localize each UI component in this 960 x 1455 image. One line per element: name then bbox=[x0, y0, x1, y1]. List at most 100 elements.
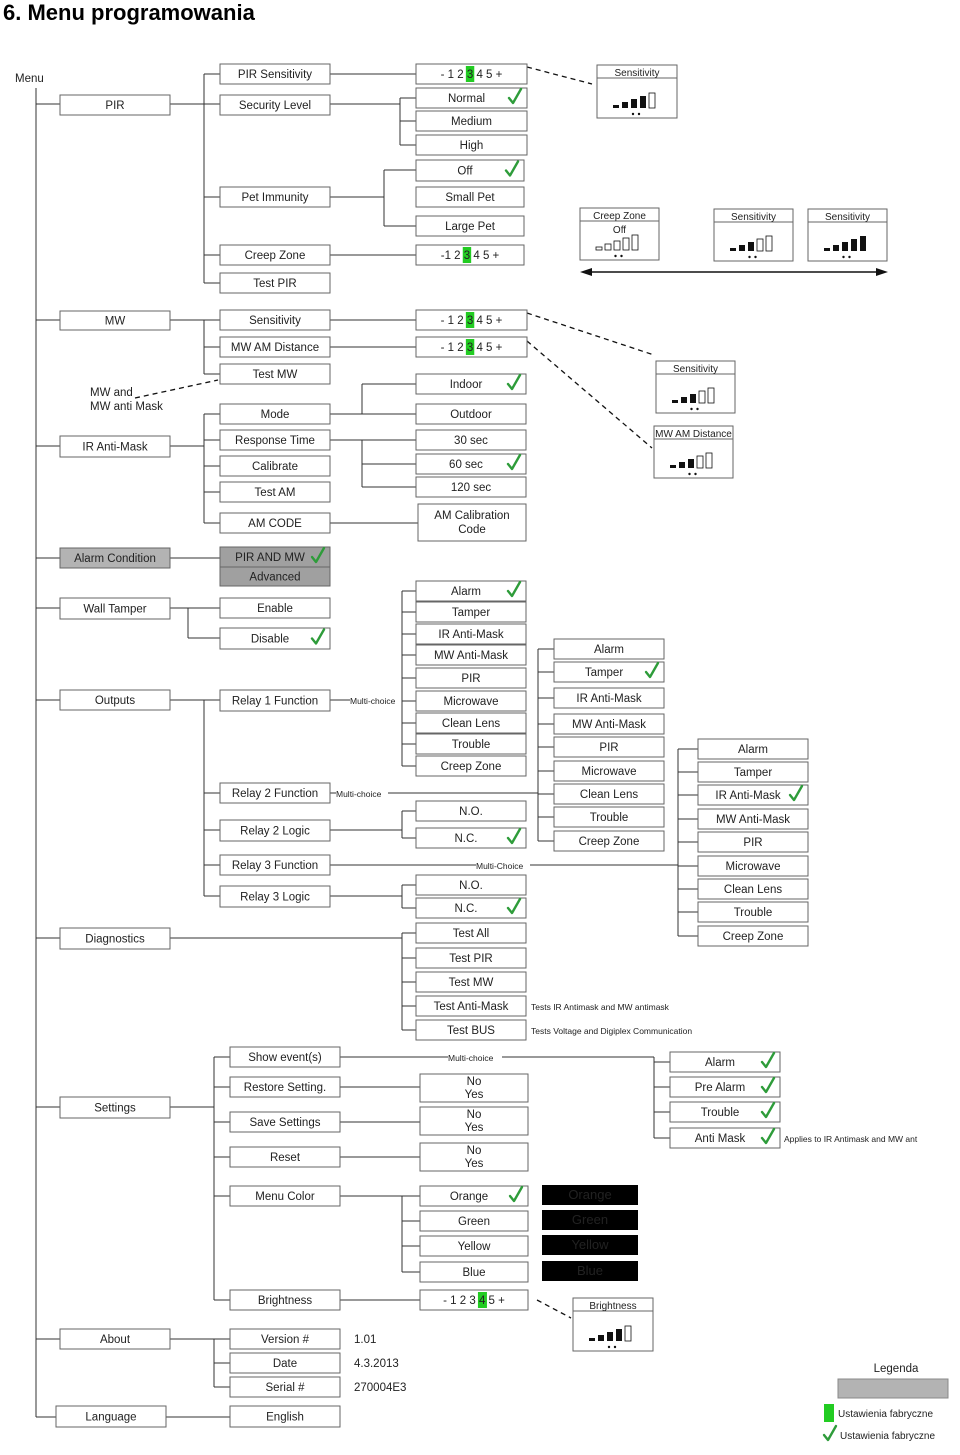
main-mw[interactable] bbox=[59, 310, 171, 331]
pir-sub-3[interactable] bbox=[219, 244, 331, 266]
relay2-no[interactable] bbox=[415, 800, 527, 822]
settings-sub-1[interactable] bbox=[229, 1076, 341, 1098]
relay3-opt-3[interactable] bbox=[697, 808, 809, 830]
pir-sub-4[interactable] bbox=[219, 272, 331, 294]
mw-sensitivity[interactable] bbox=[219, 309, 331, 331]
event-3[interactable] bbox=[669, 1127, 781, 1149]
settings-sub-2[interactable] bbox=[229, 1111, 341, 1133]
time-60[interactable] bbox=[415, 453, 527, 475]
antimask-sub-2[interactable] bbox=[219, 455, 331, 477]
about-label-2[interactable] bbox=[229, 1376, 341, 1398]
relay1-opt-0[interactable] bbox=[415, 580, 527, 602]
mode-indoor[interactable] bbox=[415, 373, 527, 395]
alarm-advanced[interactable] bbox=[219, 566, 331, 587]
relay3-opt-8[interactable] bbox=[697, 925, 809, 947]
tamper-disable[interactable] bbox=[219, 627, 331, 650]
mw-test[interactable] bbox=[219, 363, 331, 385]
security-high[interactable] bbox=[415, 134, 528, 156]
mode-outdoor[interactable] bbox=[415, 403, 527, 425]
save-no-yes[interactable] bbox=[419, 1106, 529, 1136]
antimask-sub-1[interactable] bbox=[219, 429, 331, 451]
relay3-opt-7[interactable] bbox=[697, 901, 809, 923]
pir-sub-0[interactable] bbox=[219, 63, 331, 85]
relay2-function[interactable] bbox=[219, 782, 331, 804]
mw-am-distance[interactable] bbox=[219, 336, 331, 358]
main-about[interactable] bbox=[59, 1328, 171, 1350]
about-label-1[interactable] bbox=[229, 1352, 341, 1374]
relay2-opt-7[interactable] bbox=[553, 806, 665, 828]
relay1-opt-1[interactable] bbox=[415, 601, 527, 623]
pet-large[interactable] bbox=[415, 215, 525, 237]
relay2-opt-5[interactable] bbox=[553, 760, 665, 782]
relay2-opt-8[interactable] bbox=[553, 830, 665, 852]
time-120[interactable] bbox=[415, 476, 527, 498]
relay1-opt-8[interactable] bbox=[415, 755, 527, 777]
event-2[interactable] bbox=[669, 1101, 781, 1123]
settings-sub-5[interactable] bbox=[229, 1289, 341, 1311]
relay1-opt-6[interactable] bbox=[415, 712, 527, 734]
relay3-logic[interactable] bbox=[219, 885, 331, 908]
color-0[interactable] bbox=[419, 1185, 529, 1207]
relay3-opt-6[interactable] bbox=[697, 878, 809, 900]
color-3[interactable] bbox=[419, 1261, 529, 1283]
relay1-function[interactable] bbox=[219, 689, 331, 712]
am-calibration-code[interactable] bbox=[417, 503, 527, 542]
about-label-0[interactable] bbox=[229, 1328, 341, 1350]
language-english[interactable] bbox=[229, 1405, 341, 1428]
pir-sub-1[interactable] bbox=[219, 94, 331, 116]
main-outputs[interactable] bbox=[59, 689, 171, 711]
reset-no-yes[interactable] bbox=[419, 1142, 529, 1172]
relay3-opt-5[interactable] bbox=[697, 855, 809, 877]
relay2-opt-6[interactable] bbox=[553, 783, 665, 805]
relay1-opt-2[interactable] bbox=[415, 623, 527, 645]
settings-sub-0[interactable] bbox=[229, 1046, 341, 1068]
restore-no-yes[interactable] bbox=[419, 1073, 529, 1103]
color-1[interactable] bbox=[419, 1210, 529, 1232]
relay3-function[interactable] bbox=[219, 854, 331, 876]
settings-sub-4[interactable] bbox=[229, 1185, 341, 1207]
time-30[interactable] bbox=[415, 429, 527, 451]
main-settings[interactable] bbox=[59, 1096, 171, 1119]
main-language[interactable] bbox=[55, 1405, 167, 1428]
diag-3[interactable] bbox=[415, 995, 527, 1017]
security-normal[interactable] bbox=[415, 87, 528, 109]
diag-4[interactable] bbox=[415, 1019, 527, 1041]
main-diagnostics[interactable] bbox=[59, 927, 171, 950]
diag-0[interactable] bbox=[415, 922, 527, 944]
event-1[interactable] bbox=[669, 1076, 781, 1098]
diag-1[interactable] bbox=[415, 947, 527, 969]
pir-sub-2[interactable] bbox=[219, 186, 331, 208]
relay3-opt-4[interactable] bbox=[697, 831, 809, 853]
relay2-nc[interactable] bbox=[415, 827, 527, 849]
main-wall-tamper[interactable] bbox=[59, 597, 171, 620]
relay3-opt-0[interactable] bbox=[697, 738, 809, 760]
diag-2[interactable] bbox=[415, 971, 527, 993]
relay3-no[interactable] bbox=[415, 874, 527, 896]
relay3-opt-1[interactable] bbox=[697, 761, 809, 783]
relay2-opt-3[interactable] bbox=[553, 713, 665, 735]
security-medium[interactable] bbox=[415, 110, 528, 132]
event-0[interactable] bbox=[669, 1051, 781, 1073]
relay2-opt-2[interactable] bbox=[553, 687, 665, 709]
main-ir-anti-mask[interactable] bbox=[59, 435, 171, 458]
main-alarm-condition[interactable] bbox=[59, 547, 171, 569]
antimask-sub-4[interactable] bbox=[219, 512, 331, 534]
relay3-opt-2[interactable] bbox=[697, 784, 809, 806]
main-pir[interactable] bbox=[59, 94, 171, 116]
antimask-sub-3[interactable] bbox=[219, 481, 331, 503]
relay2-opt-4[interactable] bbox=[553, 736, 665, 758]
relay1-opt-7[interactable] bbox=[415, 733, 527, 755]
antimask-sub-0[interactable] bbox=[219, 403, 331, 425]
relay2-logic[interactable] bbox=[219, 819, 331, 842]
relay2-opt-0[interactable] bbox=[553, 638, 665, 660]
settings-sub-3[interactable] bbox=[229, 1146, 341, 1168]
relay3-nc[interactable] bbox=[415, 897, 527, 919]
pet-small[interactable] bbox=[415, 186, 525, 208]
relay1-opt-4[interactable] bbox=[415, 667, 527, 689]
relay1-opt-3[interactable] bbox=[415, 644, 527, 666]
brightness-scale[interactable] bbox=[419, 1289, 529, 1311]
tamper-enable[interactable] bbox=[219, 597, 331, 619]
relay1-opt-5[interactable] bbox=[415, 690, 527, 712]
pet-off[interactable] bbox=[415, 159, 525, 182]
relay2-opt-1[interactable] bbox=[553, 661, 665, 683]
